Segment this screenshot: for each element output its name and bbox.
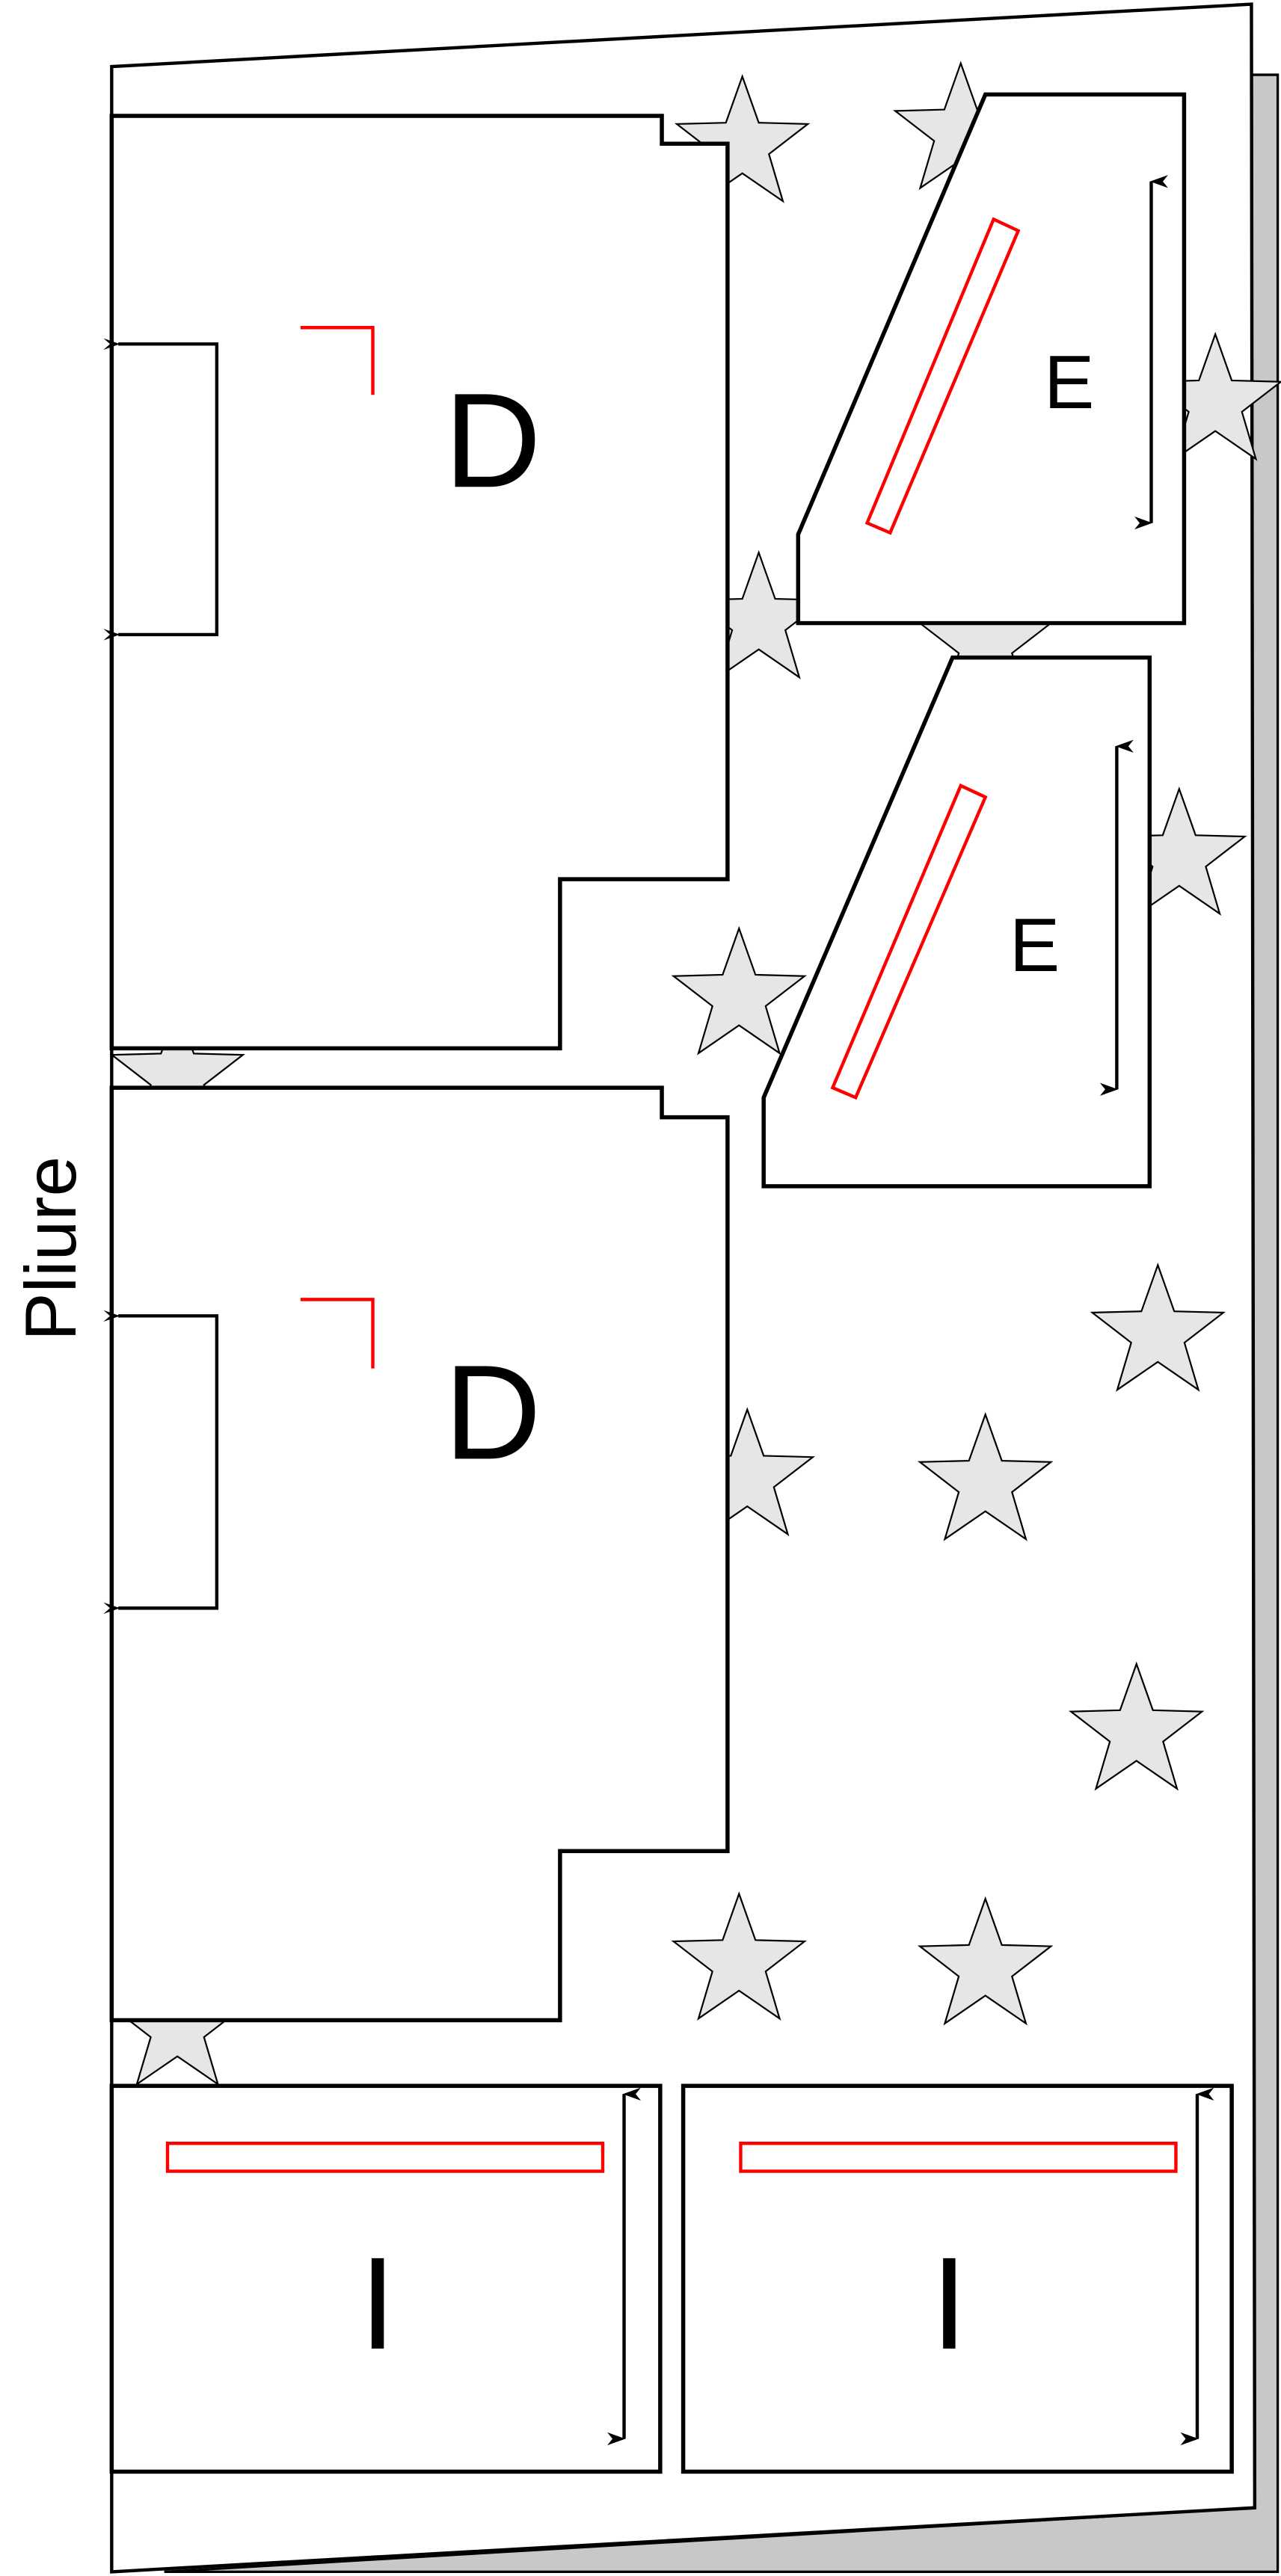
piece-d-top: D [103, 114, 730, 1051]
star-icon [671, 925, 808, 1056]
star-icon [1069, 1661, 1205, 1791]
piece-e-top: E [796, 92, 1187, 626]
red-corner-mark [300, 1298, 375, 1369]
star-icon [671, 1891, 808, 2021]
piece-i-left: I [109, 2083, 663, 2474]
red-corner-mark [300, 326, 375, 395]
fold-arrow [103, 338, 219, 641]
red-marking [739, 2142, 1178, 2173]
piece-i-right: I [681, 2083, 1234, 2474]
red-marking [165, 2142, 605, 2173]
piece-label: I [360, 2231, 396, 2377]
fold-arrow [103, 1310, 219, 1614]
star-icon [917, 1411, 1054, 1541]
piece-e-bottom: E [761, 655, 1152, 1189]
piece-label: E [1044, 341, 1094, 425]
red-marking [830, 783, 988, 1100]
star-icon [674, 73, 811, 203]
piece-label: D [444, 1337, 541, 1488]
star-icon [1090, 1262, 1226, 1392]
piece-label: E [1010, 904, 1060, 987]
fold-label: Pliure [11, 1156, 91, 1341]
star-icon [917, 1896, 1054, 2026]
piece-label: I [931, 2231, 968, 2377]
red-marking [864, 217, 1021, 535]
piece-label: D [444, 366, 541, 516]
piece-d-bottom: D [103, 1085, 730, 2023]
